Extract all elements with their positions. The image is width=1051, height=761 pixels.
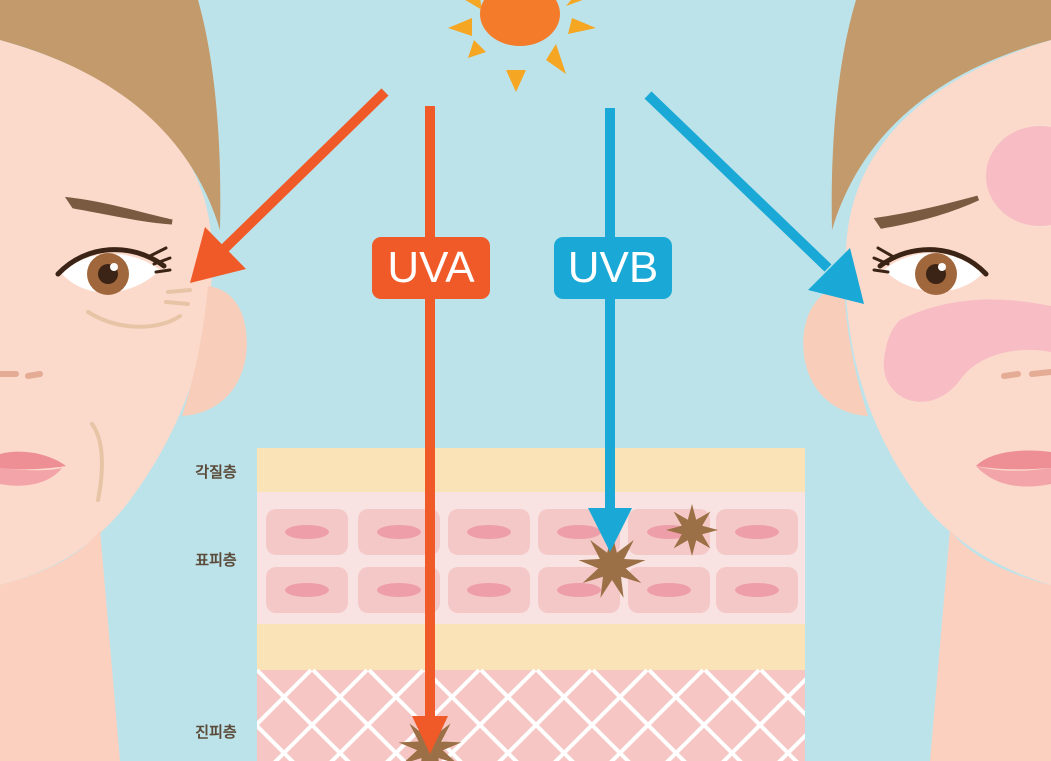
cell-nucleus <box>377 525 421 539</box>
left-eyebrow <box>64 196 173 225</box>
uvb-arrows <box>588 91 864 552</box>
epidermis-layer <box>257 492 805 624</box>
collagen-fiber <box>273 668 369 761</box>
dermis-label: 진피층 <box>195 723 237 741</box>
cell-nucleus <box>467 583 511 597</box>
sun-disc <box>480 0 560 46</box>
cell-nucleus <box>557 525 601 539</box>
collagen-fiber <box>665 668 761 761</box>
collagen-fiber <box>609 668 705 761</box>
left-wrinkles <box>86 288 192 502</box>
stratum-corneum-label: 각질층 <box>195 463 237 481</box>
cell-nucleus <box>377 583 421 597</box>
cell-nucleus <box>285 525 329 539</box>
uva-badge: UVA <box>372 237 490 299</box>
collagen-fiber <box>817 670 927 761</box>
right-hair <box>831 0 1051 230</box>
uvb-damage-star-small <box>666 504 718 556</box>
uva-diagonal-arrow <box>221 88 389 252</box>
collagen-fiber <box>329 668 425 761</box>
right-face <box>803 0 1051 761</box>
skin-cross-section <box>145 448 927 761</box>
basal-layer <box>257 624 805 670</box>
uvb-diagonal-arrowhead <box>808 248 864 304</box>
right-neck <box>930 530 1051 761</box>
right-nose <box>1001 369 1051 379</box>
left-neck <box>0 530 120 761</box>
collagen-fiber <box>817 670 927 761</box>
left-face-skin <box>0 40 213 585</box>
collagen-fiber <box>497 668 593 761</box>
left-eye <box>55 246 172 295</box>
left-hair <box>0 0 221 230</box>
collagen-fiber <box>759 668 805 717</box>
cell-nucleus <box>467 525 511 539</box>
collagen-fiber <box>441 668 537 761</box>
left-nose <box>0 371 43 379</box>
epidermis-label: 표피층 <box>195 551 237 569</box>
uva-vertical-arrowhead <box>412 716 448 754</box>
right-forehead-blush <box>986 126 1051 226</box>
stratum-corneum-layer <box>257 448 805 492</box>
left-lips <box>0 451 66 486</box>
right-eyebrow <box>873 195 980 229</box>
collagen-fiber <box>145 670 255 761</box>
collagen-fiber <box>721 677 805 761</box>
sun-rays <box>448 0 596 92</box>
cell-nucleus <box>735 525 779 539</box>
left-ear <box>182 286 247 416</box>
sun-icon <box>448 0 596 92</box>
right-lips <box>976 450 1051 487</box>
dermis-layer <box>257 670 805 761</box>
right-eye <box>872 246 989 295</box>
cell-nucleus <box>735 583 779 597</box>
cell-nucleus <box>285 583 329 597</box>
collagen-fiber <box>553 668 649 761</box>
uva-diagonal-arrowhead <box>190 227 246 283</box>
uvb-badge: UVB <box>554 237 672 299</box>
uvb-diagonal-arrow <box>644 91 832 272</box>
cell-nucleus <box>557 583 601 597</box>
uvb-vertical-arrowhead <box>588 508 632 552</box>
left-face <box>0 0 247 761</box>
uva-arrows <box>190 88 448 754</box>
collagen-fiber <box>257 668 313 727</box>
collagen-fiber <box>145 670 255 761</box>
right-cheek-blush <box>883 299 1051 402</box>
uvb-damage-star-large <box>578 532 646 598</box>
right-ear <box>803 286 868 416</box>
cell-nucleus <box>647 583 691 597</box>
dermis-collagen-lattice <box>145 668 927 761</box>
